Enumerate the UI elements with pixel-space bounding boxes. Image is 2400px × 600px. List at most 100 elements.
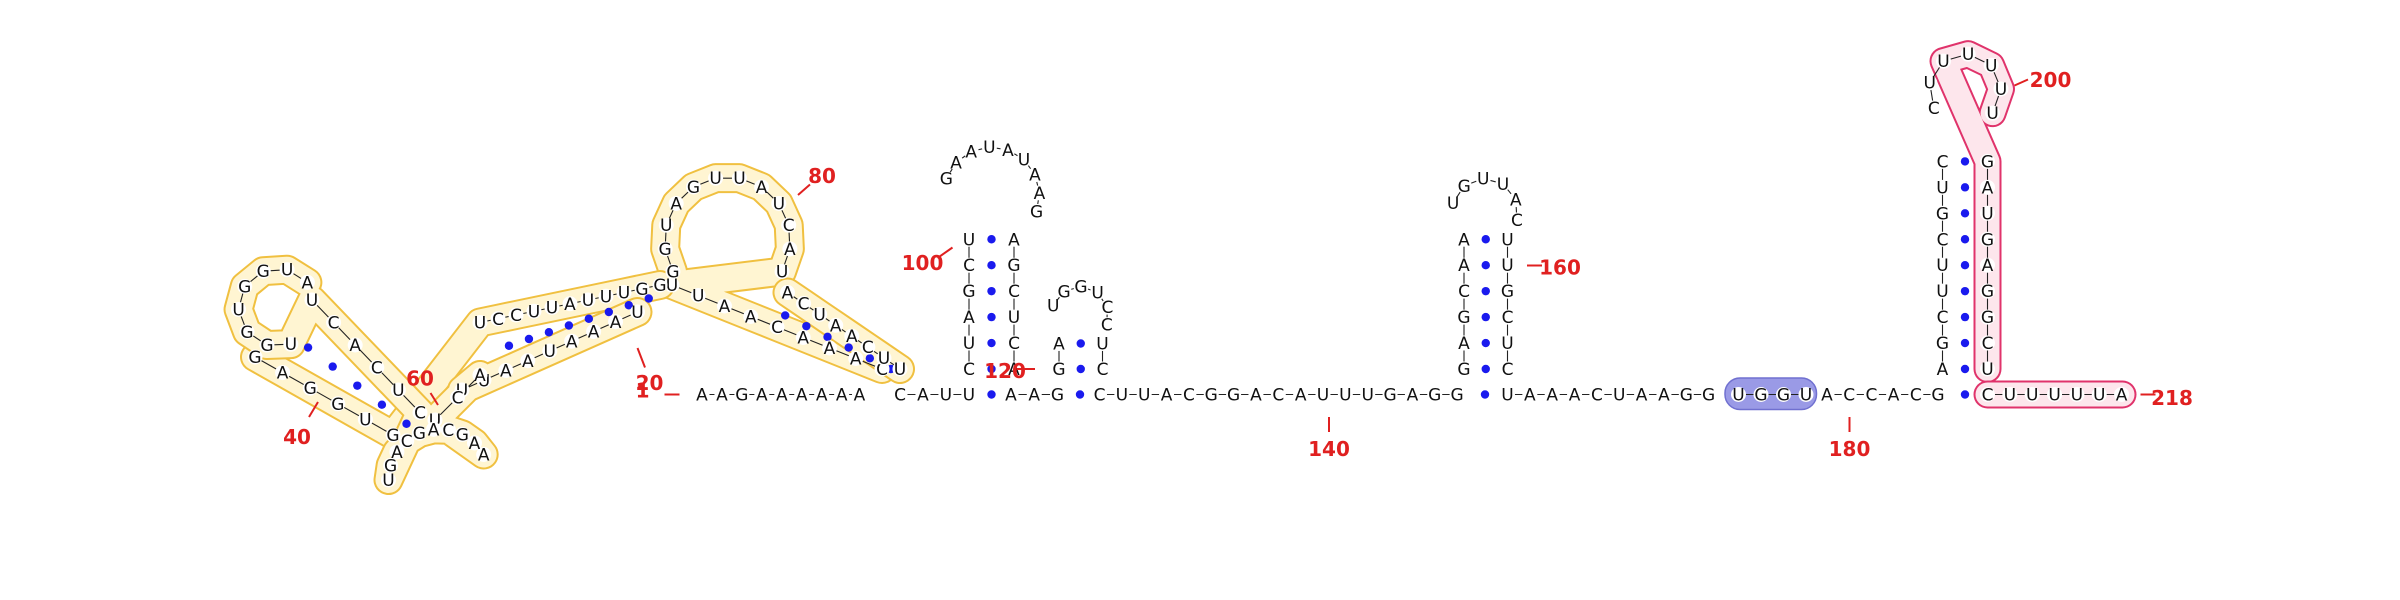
nucleotide-halo [1456, 309, 1472, 325]
nucleotide-halo [247, 349, 263, 365]
nucleotide: C [1843, 386, 1855, 406]
base-pair [987, 338, 996, 348]
nucleotide-halo [717, 298, 732, 314]
nucleotide-halo [586, 324, 602, 339]
nucleotide-halo [412, 405, 428, 420]
nucleotide-halo [1980, 309, 1995, 325]
nucleotide-halo [1000, 142, 1016, 158]
position-label-60: 60 [406, 367, 434, 391]
nucleotide-halo [963, 143, 979, 159]
nucleotide: A [1008, 230, 1020, 250]
nucleotide-halo [852, 387, 867, 402]
base-pair [987, 286, 996, 296]
nucleotide: U [1800, 386, 1812, 406]
nucleotide-halo [665, 264, 681, 279]
nucleotide-halo [1003, 387, 1019, 402]
nucleotide: C [1910, 386, 1922, 406]
nucleotide: A [2116, 386, 2128, 406]
highlight-layer [223, 40, 2137, 495]
nucleotide-halo [1203, 387, 1219, 402]
nucleotide: U [546, 299, 558, 319]
nucleotide-halo [1980, 335, 1995, 351]
nucleotide-halo [1051, 336, 1067, 351]
nucleotide-halo [299, 274, 315, 290]
base-pair [987, 312, 996, 322]
base-pair [844, 343, 853, 352]
base-pair [780, 311, 790, 320]
nucleotide: U [2004, 386, 2016, 406]
nucleotide: C [414, 404, 426, 424]
nucleotide-halo [1500, 309, 1515, 325]
nucleotide-halo [2069, 387, 2085, 402]
nucleotide: C [963, 256, 975, 276]
nucleotide-halo [1841, 387, 1857, 402]
nucleotide-halo [892, 361, 908, 377]
nucleotide: U [1936, 256, 1948, 276]
nucleotide: A [963, 308, 975, 328]
nucleotide: U [1091, 284, 1103, 304]
nucleotide-halo [490, 311, 506, 327]
nucleotide-halo [1114, 387, 1130, 402]
base-pair [544, 328, 554, 337]
nucleotide-halo [326, 315, 342, 330]
nucleotide: G [687, 178, 700, 198]
nucleotide: G [1205, 386, 1218, 406]
nucleotide-halo [915, 387, 931, 402]
nucleotide-halo [1315, 387, 1331, 402]
nucleotide-halo [1611, 387, 1627, 402]
nucleotide: G [1931, 386, 1944, 406]
nucleotide: U [1116, 386, 1128, 406]
nucleotide: A [1458, 256, 1470, 276]
nucleotide: G [456, 425, 469, 445]
nucleotide: A [830, 316, 842, 336]
nucleotide-halo [2114, 387, 2130, 402]
nucleotide-halo [411, 425, 427, 441]
nucleotide: U [2093, 386, 2105, 406]
nucleotide: G [653, 276, 666, 296]
nucleotide-halo [1045, 297, 1061, 313]
nucleotide-halo [562, 296, 578, 312]
nucleotide-halo [1456, 178, 1472, 194]
nucleotide-halo [771, 195, 787, 211]
nucleotide-halo [834, 387, 850, 402]
nucleotide: U [733, 169, 745, 189]
nucleotide-halo [1678, 387, 1694, 402]
nucleotide: A [1658, 386, 1670, 406]
nucleotide: U [709, 169, 721, 189]
base-pair [1481, 312, 1490, 322]
nucleotide-halo [1449, 387, 1465, 402]
nucleotide-halo [1456, 361, 1472, 377]
nucleotide-halo [1500, 231, 1515, 247]
nucleotide-halo [690, 288, 706, 303]
nucleotide: G [1680, 386, 1693, 406]
nucleotide-halo [1050, 387, 1065, 402]
nucleotide: C [401, 432, 413, 452]
nucleotide: A [522, 352, 534, 372]
nucleotide: G [413, 424, 426, 444]
nucleotide: C [442, 421, 454, 441]
nucleotide: A [836, 386, 848, 406]
nucleotide-halo [1006, 335, 1022, 351]
nucleotide-halo [426, 421, 442, 437]
nucleotide: G [635, 280, 648, 300]
base-pair [987, 390, 996, 399]
nucleotide: A [670, 194, 682, 214]
nucleotide: A [349, 336, 361, 356]
nucleotide: A [469, 434, 481, 454]
position-label-40: 40 [283, 425, 311, 449]
nucleotide-halo [1908, 387, 1924, 402]
nucleotide: C [1982, 386, 1994, 406]
nucleotide-halo [564, 333, 580, 349]
nucleotide-halo [544, 300, 560, 315]
nucleotide: G [1777, 386, 1790, 406]
nucleotide: A [1524, 386, 1536, 406]
nucleotide: A [716, 386, 728, 406]
nucleotide: G [1052, 360, 1065, 380]
nucleotide-halo [237, 278, 253, 294]
base-pair [987, 261, 996, 270]
nucleotide-halo [1980, 283, 1995, 299]
nucleotide-halo [1935, 205, 1950, 221]
nucleotide: U [1361, 386, 1373, 406]
nucleotide: G [1074, 278, 1087, 298]
